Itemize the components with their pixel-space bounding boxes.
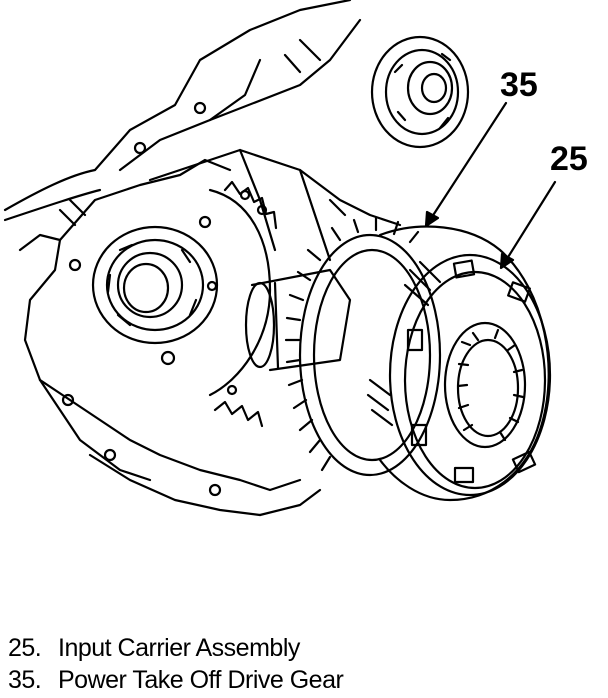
pto-drive-gear	[284, 216, 442, 477]
case-bearing	[91, 225, 219, 345]
callout-25-leader	[503, 180, 557, 264]
legend-item-25: 25. Input Carrier Assembly	[8, 632, 598, 664]
exploded-view-illustration: 35 25	[3, 0, 588, 517]
callout-25-arrowhead	[499, 252, 515, 270]
callout-35-arrowhead	[424, 210, 440, 228]
parts-legend: 25. Input Carrier Assembly 35. Power Take …	[8, 632, 598, 696]
input-carrier-assembly	[366, 225, 552, 502]
transmission-case	[3, 0, 402, 517]
legend-label: Power Take Off Drive Gear	[58, 666, 344, 694]
callout-35-leader	[428, 101, 508, 222]
case-gear-ring	[208, 180, 278, 428]
loose-bearing	[370, 35, 470, 149]
callout-25-label: 25	[550, 140, 588, 178]
legend-number: 25.	[8, 634, 42, 662]
callout-35-label: 35	[500, 66, 538, 104]
legend-label: Input Carrier Assembly	[58, 634, 300, 662]
legend-number: 35.	[8, 666, 42, 694]
legend-item-35: 35. Power Take Off Drive Gear	[8, 664, 598, 696]
